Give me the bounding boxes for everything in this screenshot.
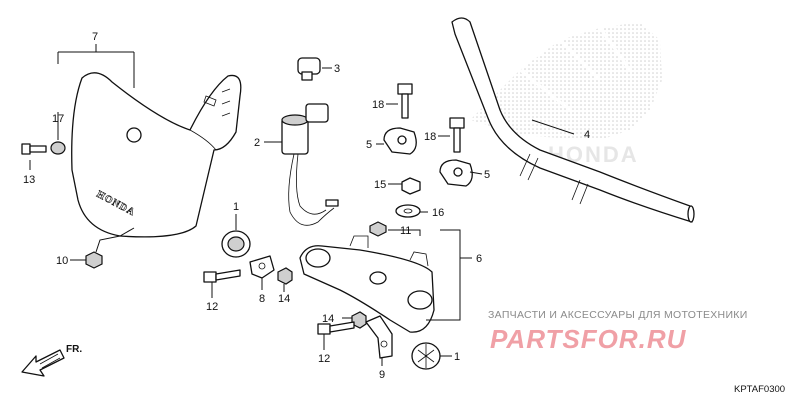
bolt-18b [449, 117, 465, 153]
callout-5a: 5 [366, 139, 372, 151]
callout-8: 8 [259, 293, 265, 305]
callout-16: 16 [432, 207, 444, 219]
callout-12a: 12 [206, 301, 218, 313]
callout-2: 2 [254, 137, 260, 149]
callout-18b: 18 [424, 131, 436, 143]
grommet-17 [50, 141, 66, 155]
callout-14b: 14 [322, 313, 334, 325]
callout-18a: 18 [372, 99, 384, 111]
headlight-cowl: HONDA [71, 72, 242, 238]
watermark-logo: PARTSFOR.RU [490, 324, 687, 354]
nut-14a [277, 267, 293, 285]
nut-15 [401, 177, 421, 195]
callout-14a: 14 [278, 293, 290, 305]
grommet-1a [221, 230, 251, 258]
nut-11 [369, 221, 387, 237]
callout-1a: 1 [233, 201, 239, 213]
callout-3: 3 [334, 63, 340, 75]
watermark-caption: ЗАПЧАСТИ И АКСЕССУАРЫ ДЛЯ МОТОТЕХНИКИ [488, 309, 748, 321]
callout-12b: 12 [318, 353, 330, 365]
bolt-13 [21, 143, 47, 155]
callout-1b: 1 [454, 351, 460, 363]
callout-9: 9 [379, 369, 385, 381]
honda-wing-watermark: HONDA [470, 22, 662, 167]
callout-15: 15 [374, 179, 386, 191]
callout-11: 11 [400, 225, 411, 237]
site-watermark: ЗАПЧАСТИ И АКСЕССУАРЫ ДЛЯ МОТОТЕХНИКИ PA… [488, 309, 748, 354]
bracket-9 [365, 315, 393, 359]
callout-7: 7 [92, 31, 98, 43]
bolt-12b [317, 321, 355, 335]
callout-17: 17 [52, 113, 64, 125]
callout-13: 13 [23, 174, 35, 186]
leader-lines [29, 44, 575, 366]
bolt-18a [397, 83, 413, 119]
grommet-1b [411, 342, 441, 370]
callout-5b: 5 [484, 169, 490, 181]
washer-16 [395, 204, 421, 218]
ignition-switch-2 [281, 103, 339, 226]
nut-10 [85, 251, 103, 269]
front-direction-marker: FR. [21, 344, 82, 377]
ignition-cap-3 [297, 57, 321, 81]
diagram-code: KPTAF0300 [734, 384, 785, 395]
holder-5b [439, 159, 473, 187]
bolt-12a [203, 269, 241, 283]
handlebar [451, 17, 695, 223]
callout-4: 4 [584, 129, 590, 141]
top-bridge-6 [299, 235, 435, 333]
bracket-8 [249, 255, 275, 279]
holder-5a [383, 127, 417, 155]
callout-labels: 7 17 13 10 3 2 18 18 5 5 4 15 16 11 6 1 … [23, 31, 590, 381]
callout-6: 6 [476, 253, 482, 265]
callout-10: 10 [56, 255, 68, 267]
front-label: FR. [66, 344, 82, 355]
